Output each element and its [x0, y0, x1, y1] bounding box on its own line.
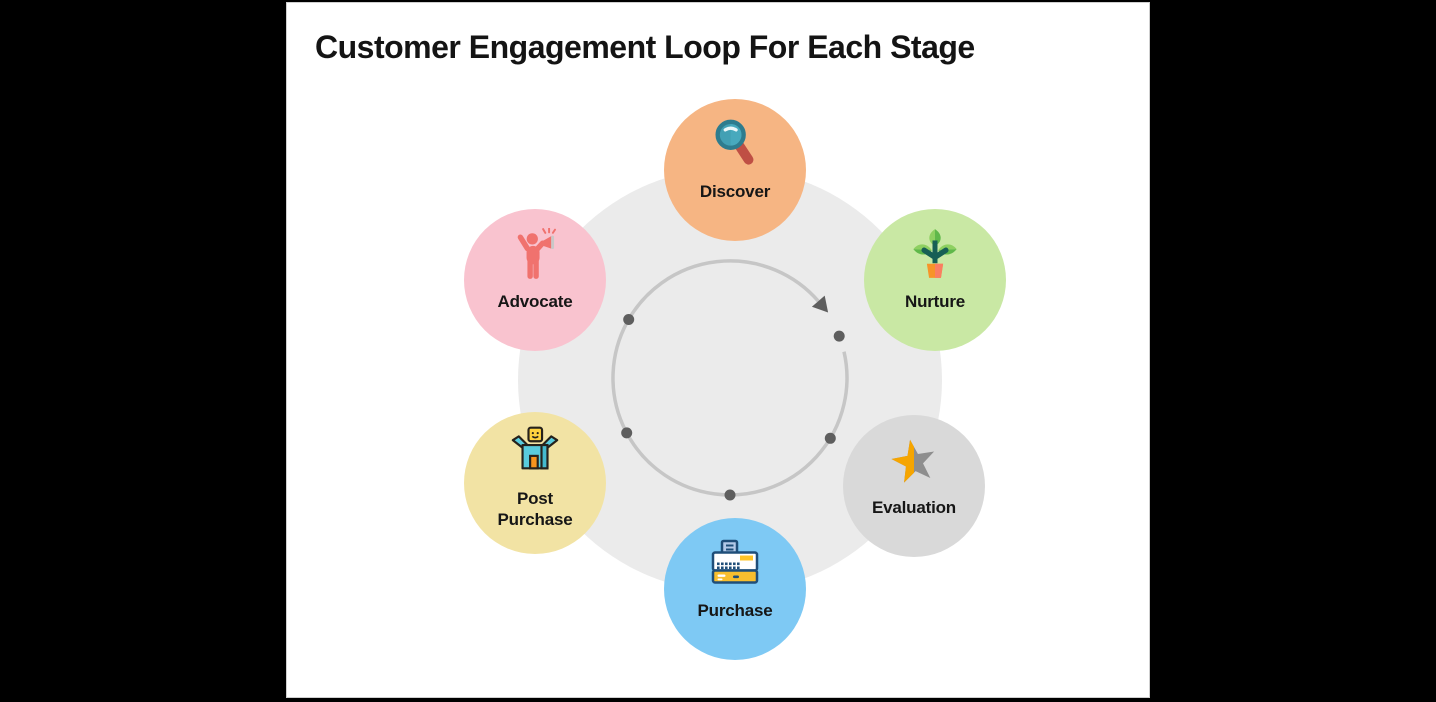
plant-icon: [913, 229, 957, 278]
stage-label: Purchase: [697, 601, 773, 620]
stage-label: Advocate: [497, 292, 573, 311]
stage-label: Evaluation: [872, 498, 956, 517]
stage-advocate: Advocate: [464, 209, 606, 351]
stage-post-purchase: Post Purchase: [464, 412, 606, 554]
stage-label: Nurture: [905, 292, 965, 311]
magnifier-icon: [715, 119, 754, 165]
stage-label: Discover: [699, 182, 771, 201]
stage-nurture: Nurture: [864, 209, 1006, 351]
loop-markers: [621, 295, 845, 501]
half-star-icon: [891, 439, 935, 483]
background-circle: [518, 168, 942, 592]
loop-dot: [623, 314, 635, 325]
cash-register-icon: [711, 539, 759, 584]
loop-dot: [621, 427, 633, 439]
arrowhead-icon: [811, 295, 829, 313]
slide: Customer Engagement Loop For Each Stage: [287, 3, 1149, 697]
loop-graphic: [518, 168, 942, 592]
stage-evaluation: Evaluation: [843, 415, 985, 557]
loop-dot: [833, 330, 845, 342]
stage-purchase: Purchase: [664, 518, 806, 660]
megaphone-person-icon: [517, 228, 557, 279]
page-title: Customer Engagement Loop For Each Stage: [315, 29, 975, 65]
loop-dot: [824, 432, 836, 444]
storefront-icon: [511, 426, 559, 470]
loop-dot: [724, 489, 736, 501]
stage-label: Post Purchase: [497, 489, 573, 530]
stage-discover: Discover: [664, 99, 806, 241]
engagement-loop-diagram: Discover Nurture: [287, 3, 1149, 697]
